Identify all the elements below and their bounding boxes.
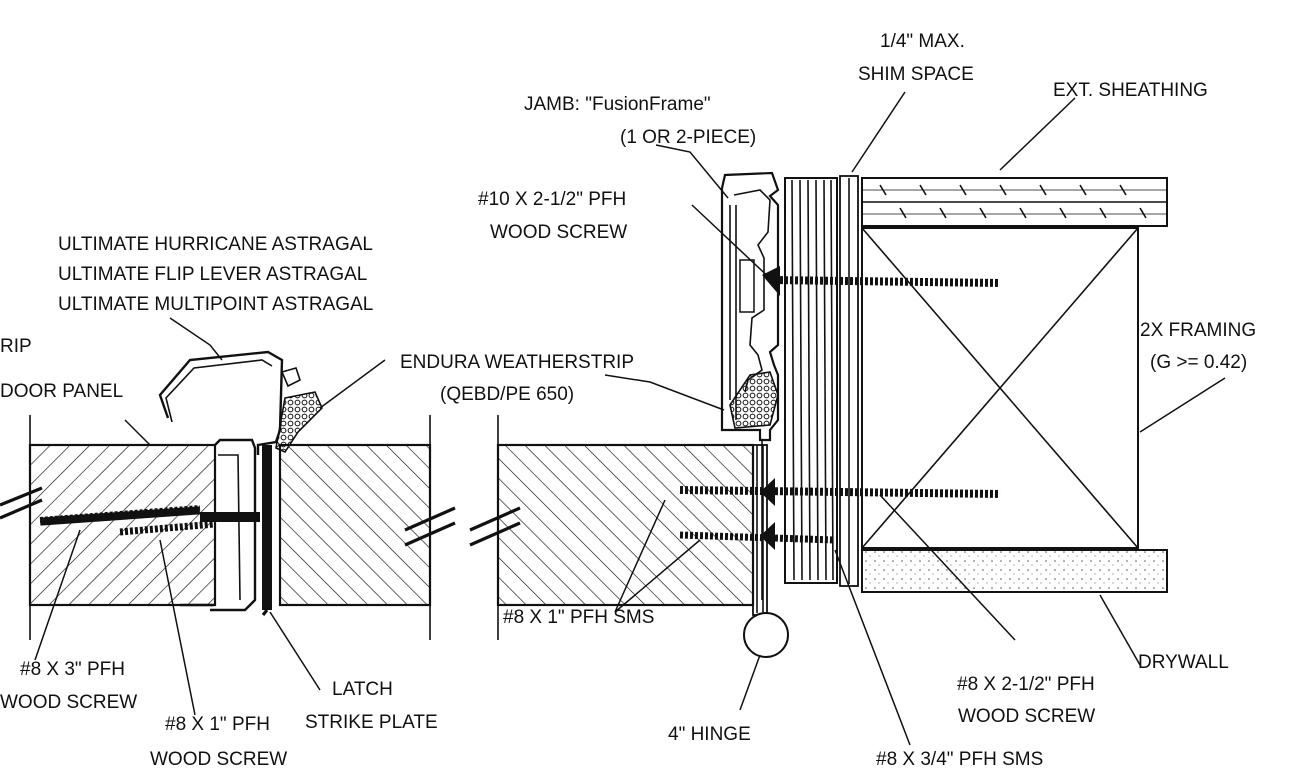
label-weatherstrip: ENDURA WEATHERSTRIP — [400, 352, 634, 373]
label-framing: 2X FRAMING — [1140, 320, 1256, 341]
label-rip: RIP — [0, 336, 32, 357]
right-door-panel — [278, 443, 432, 607]
screw-8x1-left — [119, 520, 216, 536]
label-screw-8x1-wood: WOOD SCREW — [150, 749, 287, 770]
label-framing-grade: (G >= 0.42) — [1150, 352, 1247, 373]
label-hinge: 4" HINGE — [668, 724, 751, 745]
label-screw-8x212: #8 X 2-1/2" PFH — [957, 674, 1095, 695]
screw-8x34 — [679, 522, 836, 550]
label-astragal-flip: ULTIMATE FLIP LEVER ASTRAGAL — [58, 264, 367, 285]
left-door-panel — [28, 443, 217, 607]
middle-break-mark — [404, 506, 456, 547]
label-door-panel: DOOR PANEL — [0, 381, 123, 402]
label-sms-8x34: #8 X 3/4" PFH SMS — [876, 749, 1043, 770]
label-screw-8x3-wood: WOOD SCREW — [0, 692, 137, 713]
screw-8x3-left — [39, 505, 260, 526]
framing-stud — [861, 227, 1139, 549]
label-shim-space: SHIM SPACE — [858, 64, 974, 85]
right-break-mark — [469, 506, 521, 547]
screw-10x212 — [762, 266, 1001, 296]
drywall — [861, 549, 1168, 593]
label-weatherstrip-model: (QEBD/PE 650) — [440, 384, 574, 405]
label-screw-10: #10 X 2-1/2" PFH — [478, 189, 626, 210]
leader-lines — [34, 91, 1226, 746]
labels: JAMB: "FusionFrame" (1 OR 2-PIECE) 1/4" … — [0, 31, 1256, 770]
astragal-profile — [158, 350, 284, 616]
label-drywall: DRYWALL — [1138, 652, 1229, 673]
label-shim: 1/4" MAX. — [880, 31, 965, 52]
label-latch: LATCH — [332, 679, 393, 700]
label-screw-8x212-wood: WOOD SCREW — [958, 706, 1095, 727]
label-jamb-piece: (1 OR 2-PIECE) — [620, 127, 756, 148]
label-screw-8x1: #8 X 1" PFH — [165, 714, 270, 735]
door-slab — [496, 443, 755, 607]
label-astragal-hurricane: ULTIMATE HURRICANE ASTRAGAL — [58, 234, 373, 255]
label-astragal-multipoint: ULTIMATE MULTIPOINT ASTRAGAL — [58, 294, 373, 315]
label-ext-sheathing: EXT. SHEATHING — [1053, 80, 1208, 101]
jamb-buck — [761, 177, 838, 600]
label-strike-plate: STRIKE PLATE — [305, 712, 438, 733]
screw-8x212 — [679, 478, 1001, 506]
label-screw-10-wood: WOOD SCREW — [490, 222, 627, 243]
astragal-weatherstrip — [275, 391, 323, 454]
label-sms-8x1: #8 X 1" PFH SMS — [503, 607, 654, 628]
ext-sheathing — [861, 177, 1168, 227]
label-jamb: JAMB: "FusionFrame" — [524, 94, 711, 115]
label-screw-8x3: #8 X 3" PFH — [20, 659, 125, 680]
astragal-clip — [280, 367, 301, 388]
left-break-mark — [0, 486, 43, 520]
jamb-weatherstrip — [729, 371, 779, 429]
